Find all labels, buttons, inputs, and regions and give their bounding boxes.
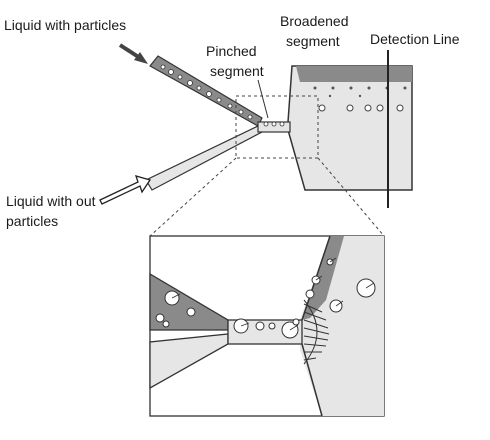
broadened-dark-band bbox=[296, 66, 412, 82]
particle-inlet-channel bbox=[149, 55, 263, 127]
pinched-particles bbox=[263, 121, 285, 127]
label-broadened-segment-1: Broadened bbox=[280, 13, 349, 29]
label-pinched-segment-2: segment bbox=[210, 63, 264, 79]
label-liquid-with-particles: Liquid with particles bbox=[4, 17, 126, 33]
chamber-particles bbox=[318, 104, 404, 112]
label-liquid-without-particles-1: Liquid with out bbox=[6, 193, 96, 209]
label-pinched-segment-1: Pinched bbox=[206, 43, 257, 59]
flow-profile-hatch bbox=[303, 299, 330, 365]
zoom-chamber-wall-bottom bbox=[301, 343, 323, 417]
zoom-particles bbox=[155, 258, 376, 339]
particle-inflow-arrow-icon bbox=[118, 43, 148, 64]
zoom-chamber-wall-top bbox=[301, 235, 331, 321]
broadened-chamber bbox=[287, 65, 413, 191]
buffer-inflow-arrow-icon bbox=[99, 175, 152, 205]
label-liquid-without-particles-2: particles bbox=[6, 213, 58, 229]
zoom-velocity-arrows bbox=[171, 257, 375, 331]
label-detection-line: Detection Line bbox=[370, 31, 460, 47]
zoom-line-right bbox=[317, 157, 385, 237]
zoom-dark-flow bbox=[302, 236, 344, 320]
zoom-line-left bbox=[149, 157, 237, 237]
label-broadened-segment-2: segment bbox=[286, 33, 340, 49]
inlet-particles bbox=[160, 64, 253, 120]
pinched-pointer bbox=[257, 79, 269, 119]
